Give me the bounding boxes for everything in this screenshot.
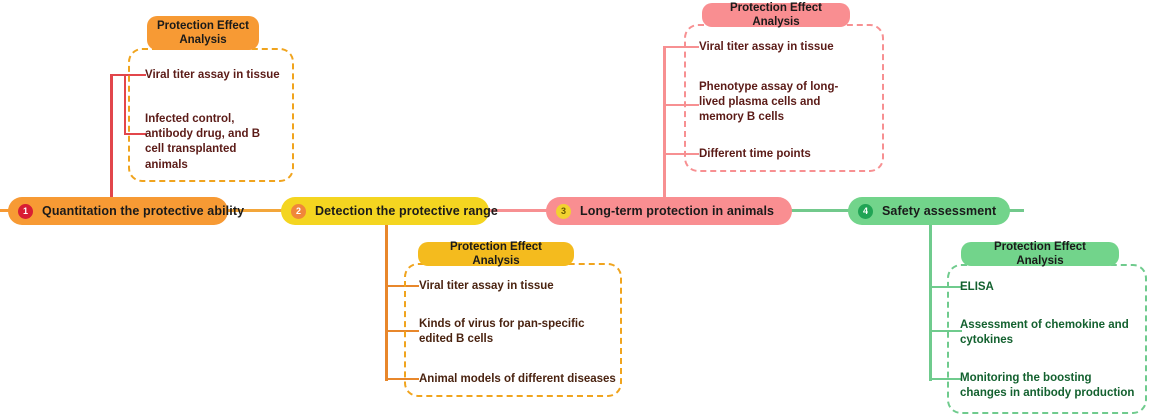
panel-c-item-stub-1	[689, 46, 699, 48]
spine-connector-node1-node2	[226, 209, 283, 212]
panel-c-header-tab: Protection Effect Analysis	[702, 2, 850, 28]
branch-connector-node3-vertical	[663, 46, 666, 210]
branch-connector-node4-horizontal-3	[929, 378, 959, 380]
spine-connector-node2-node3	[487, 209, 548, 212]
panel-b-item-1: Viral titer assay in tissue	[419, 280, 554, 292]
panel-c-item-stub-2	[689, 104, 699, 106]
spine-connector-node3-node4	[790, 209, 850, 212]
panel-b-item-2: Kinds of virus for pan-specific edited B…	[419, 318, 585, 346]
branch-connector-node4-vertical	[929, 209, 932, 381]
node-1-number-badge: 1	[18, 203, 33, 219]
panel-b-header-tab: Protection Effect Analysis	[418, 241, 574, 267]
panel-a-header-tab: Protection Effect Analysis	[147, 16, 259, 50]
node-quantitation-the-protective-ability[interactable]: 1 Quantitation the protective ability	[8, 197, 244, 225]
branch-connector-node2-horizontal-3	[385, 378, 413, 380]
panel-d-item-3: Monitoring the boosting changes in antib…	[960, 372, 1135, 400]
panel-a-item-stub-2	[134, 133, 144, 135]
panel-c-item-3: Different time points	[699, 148, 811, 160]
branch-connector-node3-horizontal-1	[663, 46, 695, 48]
spine-connector-right-edge	[1008, 209, 1024, 212]
panel-b-item-stub-2	[409, 330, 419, 332]
node-4-number-badge: 4	[858, 203, 873, 219]
panel-d-item-1: ELISA	[960, 281, 994, 293]
node-3-label: Long-term protection in animals	[580, 204, 775, 218]
panel-b-item-3: Animal models of different diseases	[419, 373, 616, 385]
branch-connector-node1-vertical	[110, 74, 113, 210]
panel-d-item-stub-3	[952, 378, 962, 380]
panel-b-item-stub-1	[409, 285, 419, 287]
branch-connector-node3-horizontal-2	[663, 104, 695, 106]
node-2-label: Detection the protective range	[315, 204, 498, 218]
panel-a-item-2: Infected control, antibody drug, and B c…	[145, 113, 260, 171]
branch-connector-node4-horizontal-2	[929, 330, 959, 332]
panel-d-header-tab: Protection Effect Analysis	[961, 241, 1119, 267]
panel-a-item-1: Viral titer assay in tissue	[145, 69, 280, 81]
panel-d-item-stub-1	[952, 286, 962, 288]
node-4-label: Safety assessment	[882, 204, 997, 218]
panel-c-item-stub-3	[689, 153, 699, 155]
node-long-term-protection-in-animals[interactable]: 3 Long-term protection in animals	[546, 197, 792, 225]
node-detection-the-protective-range[interactable]: 2 Detection the protective range	[281, 197, 498, 225]
panel-c-item-1: Viral titer assay in tissue	[699, 41, 834, 53]
node-safety-assessment[interactable]: 4 Safety assessment	[848, 197, 1010, 225]
spine-connector-left-edge	[0, 209, 10, 212]
node-1-label: Quantitation the protective ability	[42, 204, 245, 218]
panel-c-item-2: Phenotype assay of long-lived plasma cel…	[699, 81, 839, 124]
branch-connector-node2-vertical	[385, 209, 388, 381]
branch-connector-node1-subvertical	[124, 74, 126, 134]
panel-d-item-stub-2	[952, 330, 962, 332]
branch-connector-node2-horizontal-1	[385, 285, 413, 287]
branch-connector-node2-horizontal-2	[385, 330, 413, 332]
branch-connector-node3-horizontal-3	[663, 153, 695, 155]
panel-a-item-stub-1	[134, 74, 144, 76]
branch-connector-node4-horizontal-1	[929, 286, 959, 288]
panel-b-item-stub-3	[409, 378, 419, 380]
panel-d-item-2: Assessment of chemokine and cytokines	[960, 319, 1129, 347]
node-3-number-badge: 3	[556, 203, 571, 219]
node-2-number-badge: 2	[291, 203, 306, 219]
